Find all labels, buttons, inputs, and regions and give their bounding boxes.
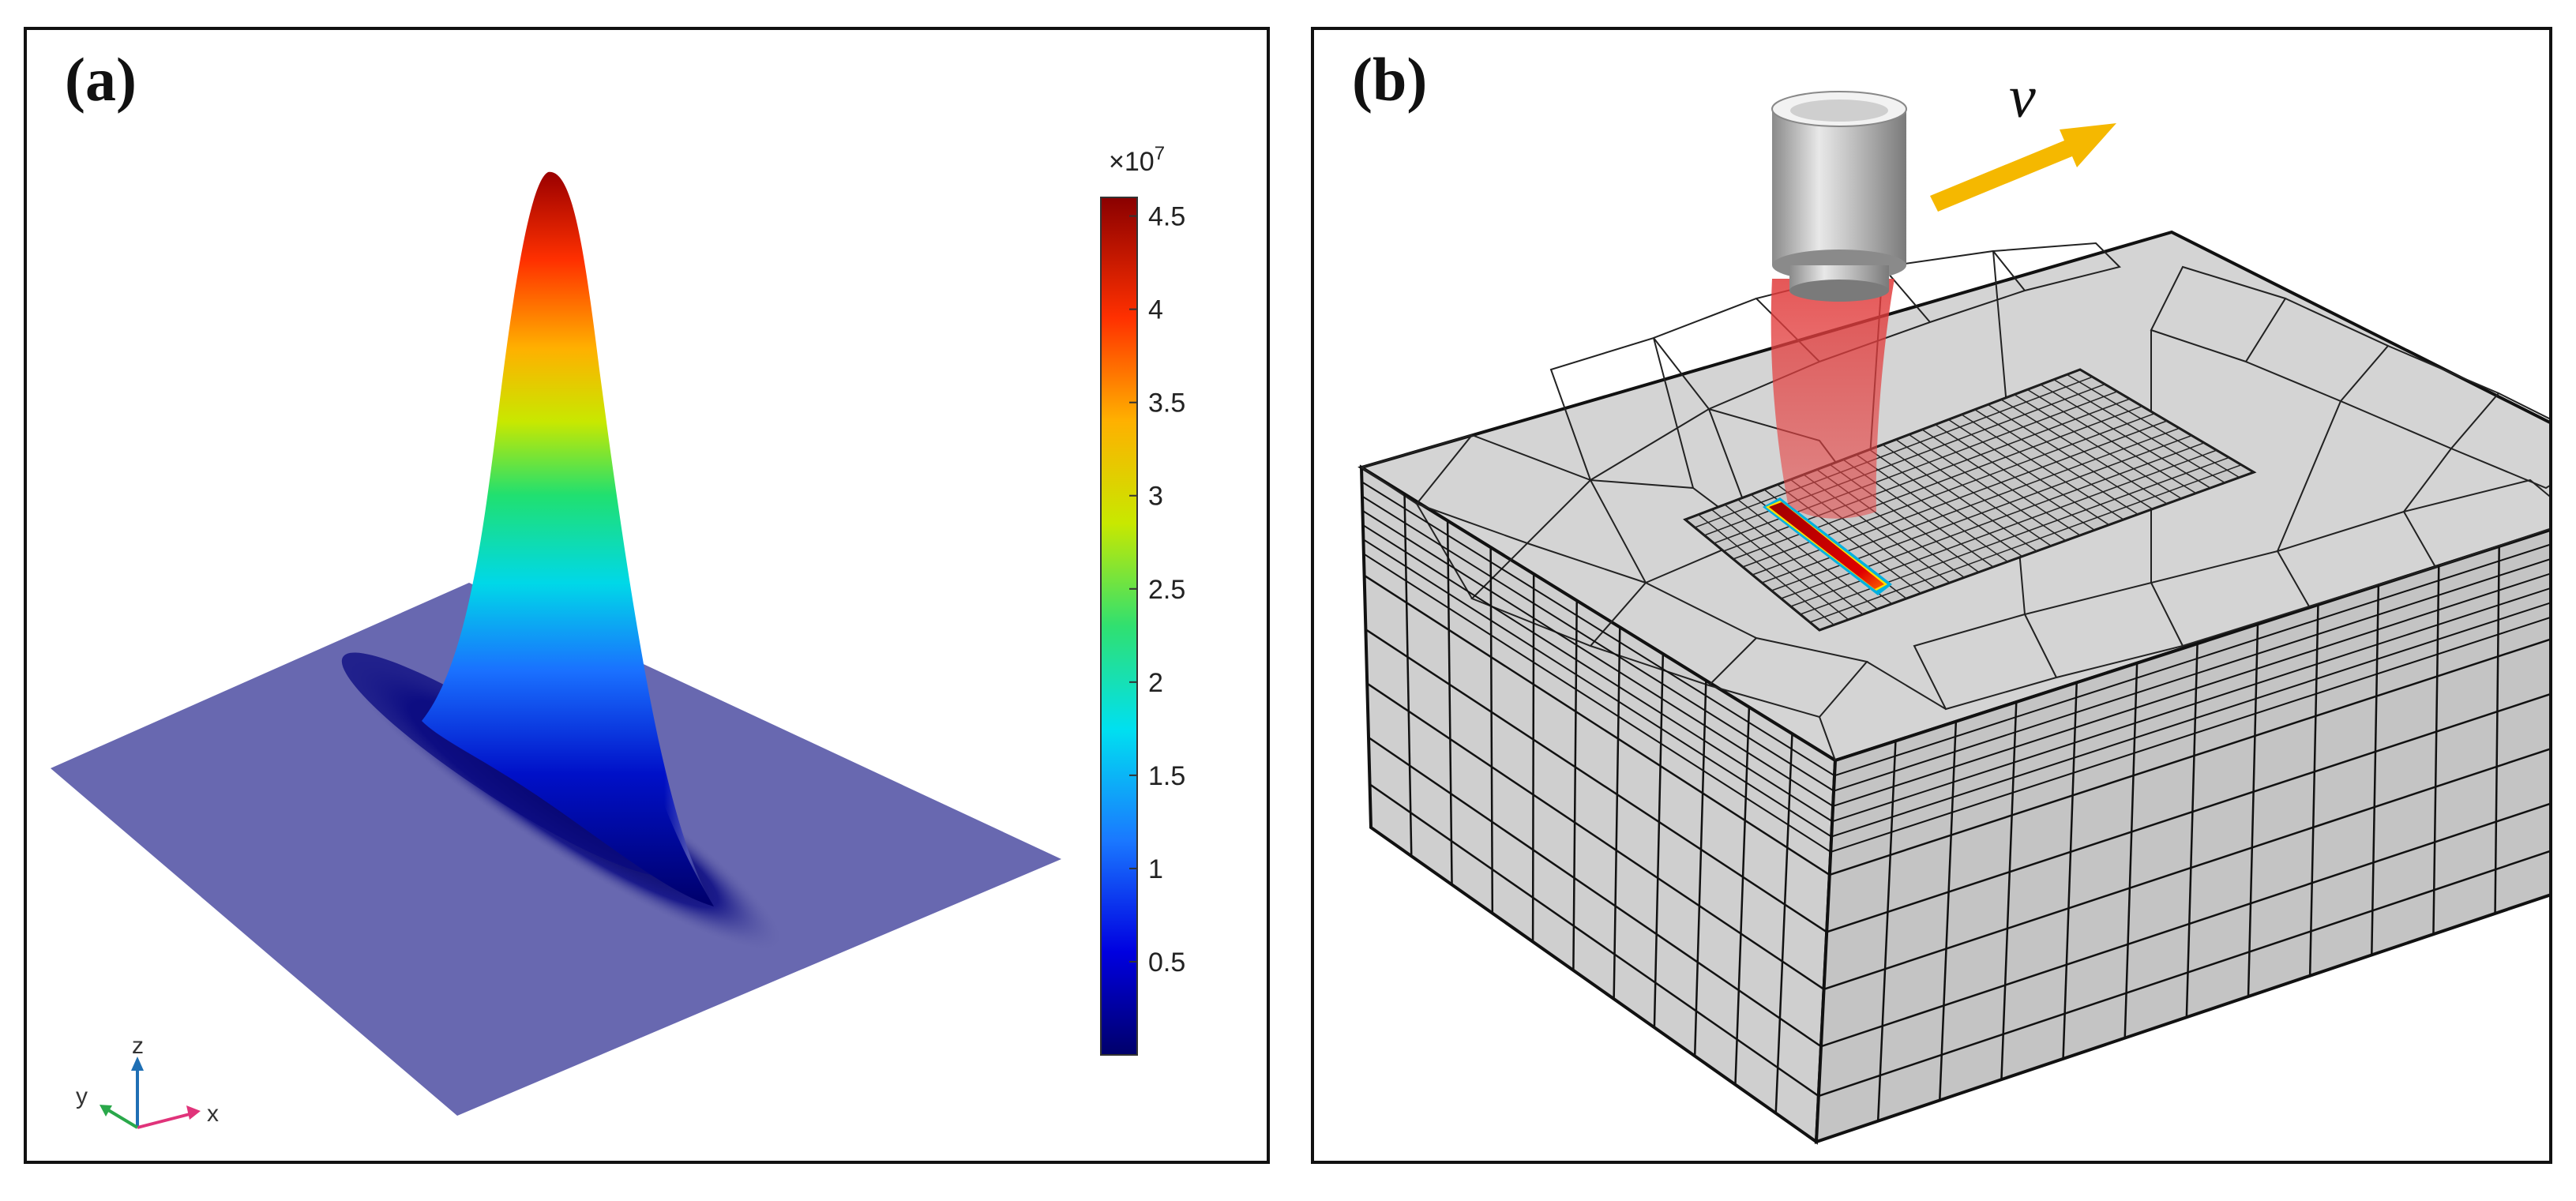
triad-y-label: y bbox=[76, 1083, 88, 1109]
colorbar-tick-label: 4.5 bbox=[1148, 202, 1185, 232]
triad-z-label: z bbox=[132, 1033, 144, 1059]
colorbar-tick-label: 3.5 bbox=[1148, 388, 1185, 418]
panel-b-label: (b) bbox=[1352, 45, 1428, 114]
panel-a-heat-source-plot: (a) bbox=[24, 27, 1270, 1164]
panel-b-svg: v bbox=[1357, 64, 2549, 1145]
colorbar-tick-label: 1.5 bbox=[1148, 761, 1185, 791]
triad-x-label: x bbox=[207, 1101, 219, 1127]
colorbar-tick-label: 2.5 bbox=[1148, 575, 1185, 605]
refined-mesh-region bbox=[1683, 368, 2257, 632]
laser-nozzle bbox=[1771, 91, 1907, 302]
substrate-block bbox=[1357, 230, 2549, 1145]
colorbar-tick-label: 2 bbox=[1148, 668, 1163, 698]
colorbar-tick-label: 1 bbox=[1148, 854, 1163, 884]
velocity-label: v bbox=[2009, 64, 2036, 130]
colorbar-tick-label: 4 bbox=[1148, 295, 1163, 325]
axis-triad: z x y bbox=[76, 1033, 219, 1129]
colorbar-gradient bbox=[1100, 197, 1138, 1056]
colorbar-multiplier: ×107 bbox=[1109, 143, 1165, 177]
melt-pool-track bbox=[1763, 497, 1892, 595]
panel-a-svg: ×107 4.5 4 3.5 3 2.5 2 1.5 1 0.5 z x y bbox=[51, 143, 1185, 1129]
panel-a-label: (a) bbox=[65, 45, 137, 114]
laser-beam bbox=[1771, 279, 1894, 519]
colorbar-tick-label: 3 bbox=[1148, 482, 1163, 512]
colorbar: ×107 4.5 4 3.5 3 2.5 2 1.5 1 0.5 bbox=[1100, 143, 1185, 1056]
panel-b-mesh-model: (b) bbox=[1311, 27, 2552, 1164]
scan-direction-arrow: v bbox=[1930, 64, 2116, 212]
colorbar-tick-label: 0.5 bbox=[1148, 948, 1185, 978]
